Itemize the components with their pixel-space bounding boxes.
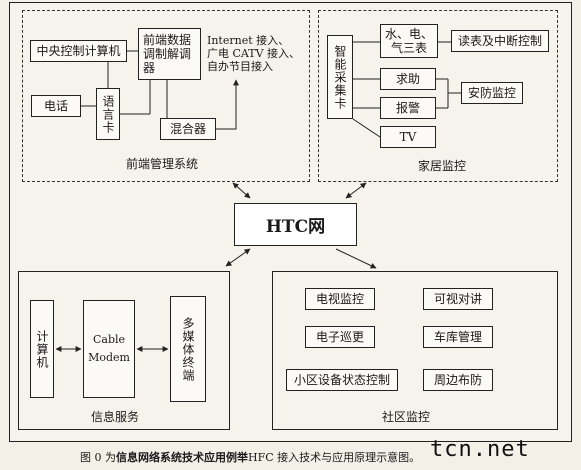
community-title: 社区监控: [382, 410, 431, 424]
computer-box: 计算机: [30, 300, 54, 398]
home-section: [318, 10, 558, 182]
central-computer-label: 中央控制计算机: [36, 44, 121, 58]
caption-prefix: 图 0 为: [80, 451, 116, 464]
garage-box: 车库管理: [423, 326, 493, 348]
garage-label: 车库管理: [433, 330, 482, 344]
cable-modem-label: Cable Modem: [88, 333, 130, 364]
caption-bold: 信息网络系统技术应用例举: [116, 451, 248, 464]
phone-label: 电话: [43, 99, 68, 113]
central-computer-box: 中央控制计算机: [30, 40, 127, 62]
htc-network-label: HTC网: [265, 217, 326, 237]
modem-box: 前端数据 调制解调 器: [138, 28, 201, 80]
tv-label: TV: [399, 130, 417, 144]
multimedia-label: 多媒体终端: [181, 316, 195, 382]
figure-caption: 图 0 为信息网络系统技术应用例举HFC 接入技术与应用原理示意图。: [80, 449, 420, 465]
video-intercom-label: 可视对讲: [433, 292, 482, 306]
voice-card-box: 语言卡: [96, 88, 120, 140]
watermark: tcn.net: [430, 437, 530, 462]
smart-card-box: 智能采集卡: [327, 35, 353, 119]
computer-label: 计算机: [35, 329, 49, 369]
patrol-label: 电子巡更: [315, 330, 364, 344]
help-box: 求助: [380, 68, 436, 90]
tv-monitor-label: 电视监控: [315, 292, 364, 306]
modem-label: 前端数据 调制解调 器: [143, 33, 192, 75]
tv-monitor-box: 电视监控: [305, 288, 375, 310]
mixer-box: 混合器: [160, 118, 216, 140]
device-status-box: 小区设备状态控制: [286, 369, 398, 391]
smart-card-label: 智能采集卡: [333, 44, 347, 110]
info-service-title: 信息服务: [91, 410, 140, 424]
perimeter-box: 周边布防: [423, 369, 493, 391]
cable-modem-box: Cable Modem: [83, 300, 135, 398]
utilities-box: 水、电、 气三表: [380, 24, 438, 58]
device-status-label: 小区设备状态控制: [293, 373, 390, 387]
security-label: 安防监控: [467, 86, 516, 100]
meter-ctrl-label: 读表及中断控制: [457, 34, 542, 48]
utilities-label: 水、电、 气三表: [384, 27, 433, 55]
multimedia-box: 多媒体终端: [170, 296, 206, 402]
htc-network-box: HTC网: [234, 203, 357, 246]
patrol-box: 电子巡更: [305, 326, 375, 348]
phone-box: 电话: [31, 95, 81, 117]
tv-box: TV: [380, 126, 436, 148]
alarm-box: 报警: [380, 97, 436, 119]
security-box: 安防监控: [461, 82, 523, 104]
front-end-title: 前端管理系统: [126, 157, 199, 171]
mixer-label: 混合器: [169, 122, 206, 136]
home-title: 家居监控: [418, 159, 467, 173]
help-label: 求助: [395, 72, 420, 86]
caption-rest: HFC 接入技术与应用原理示意图。: [248, 451, 421, 464]
voice-card-label: 语言卡: [101, 94, 115, 134]
alarm-label: 报警: [395, 101, 420, 115]
info-service-section: [18, 271, 230, 430]
perimeter-label: 周边布防: [433, 373, 482, 387]
internet-note: Internet 接入、 广电 CATV 接入、 自办节目接入: [207, 34, 301, 73]
front-end-section: [22, 10, 310, 182]
meter-ctrl-box: 读表及中断控制: [451, 30, 549, 52]
video-intercom-box: 可视对讲: [423, 288, 493, 310]
community-section: [272, 271, 558, 430]
